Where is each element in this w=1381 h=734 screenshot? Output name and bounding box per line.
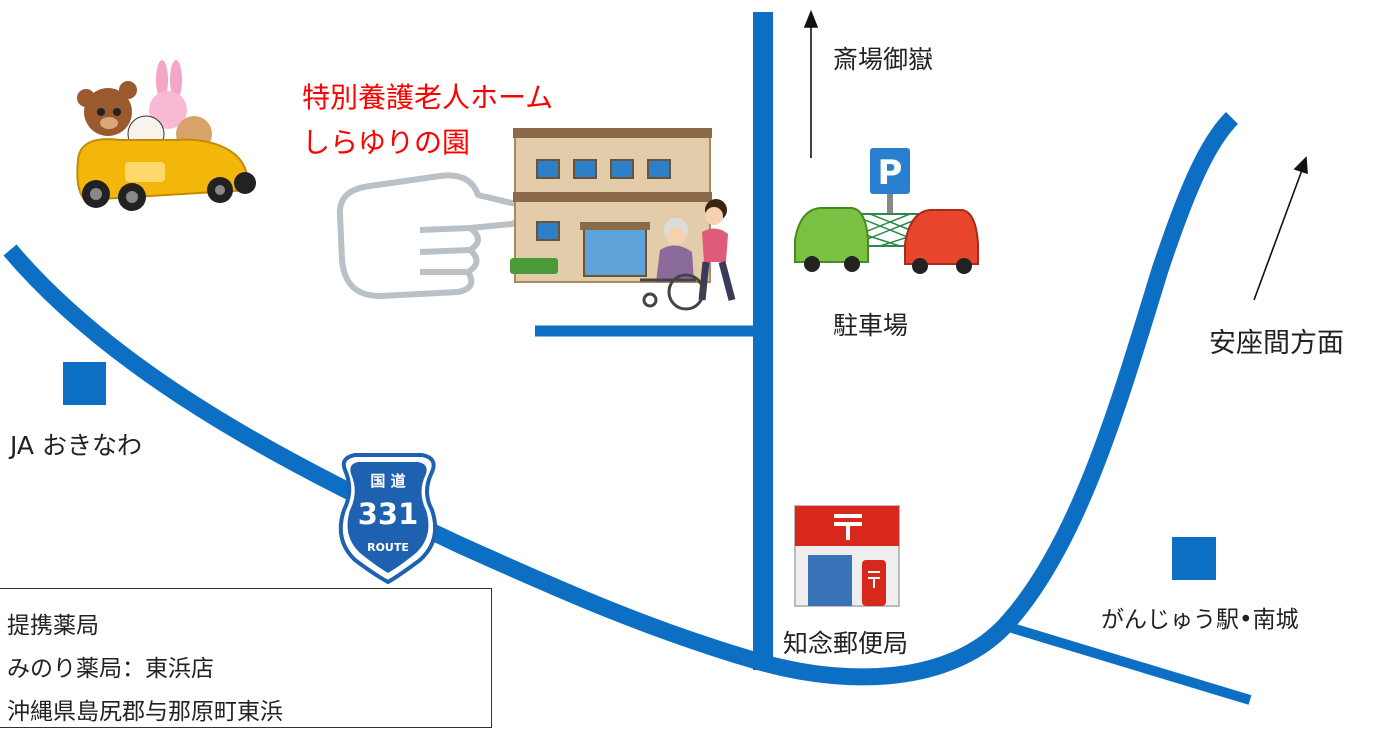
pharmacy-info-box: 提携薬局 みのり薬局：東浜店 沖縄県島尻郡与那原町東浜 bbox=[0, 588, 492, 728]
route-sign-kanji: 国 道 bbox=[370, 472, 405, 490]
pointing-hand-icon bbox=[336, 172, 525, 299]
main-road-curve bbox=[757, 111, 1239, 686]
direction-azama-label: 安座間方面 bbox=[1209, 328, 1344, 359]
station-marker bbox=[1172, 537, 1216, 580]
nursing-home-icon bbox=[510, 128, 736, 311]
arrows bbox=[803, 9, 1308, 301]
ja-marker bbox=[63, 362, 106, 405]
facility-name-line1: 特別養護老人ホーム bbox=[302, 81, 554, 114]
pharmacy-name: みのり薬局：東浜店 bbox=[7, 656, 214, 682]
pharmacy-heading: 提携薬局 bbox=[7, 613, 99, 639]
crematorium-label: 斎場御嶽 bbox=[833, 45, 934, 74]
parking-label: 駐車場 bbox=[833, 311, 909, 340]
arrow-north-head bbox=[803, 9, 819, 28]
car-animals-icon bbox=[76, 60, 256, 211]
route-sign-route: ROUTE bbox=[367, 541, 409, 554]
pharmacy-address: 沖縄県島尻郡与那原町東浜 bbox=[7, 699, 283, 725]
map-canvas: P 国 道 331 ROUTE bbox=[3, 9, 1308, 705]
station-road bbox=[1010, 623, 1252, 705]
route-sign-icon: 国 道 331 ROUTE bbox=[338, 453, 437, 585]
post-office-icon bbox=[794, 505, 900, 607]
station-label: がんじゅう駅•南城 bbox=[1101, 607, 1299, 633]
route-sign-number: 331 bbox=[358, 497, 419, 531]
parking-sign-letter: P bbox=[878, 153, 903, 193]
parking-icon: P bbox=[794, 148, 979, 274]
facility-name-line2: しらゆりの園 bbox=[302, 126, 471, 159]
arrow-azama-head bbox=[1293, 156, 1308, 175]
post-office-label: 知念郵便局 bbox=[783, 629, 909, 658]
ja-label: JA おきなわ bbox=[10, 431, 142, 460]
arrow-azama-line bbox=[1253, 169, 1303, 301]
